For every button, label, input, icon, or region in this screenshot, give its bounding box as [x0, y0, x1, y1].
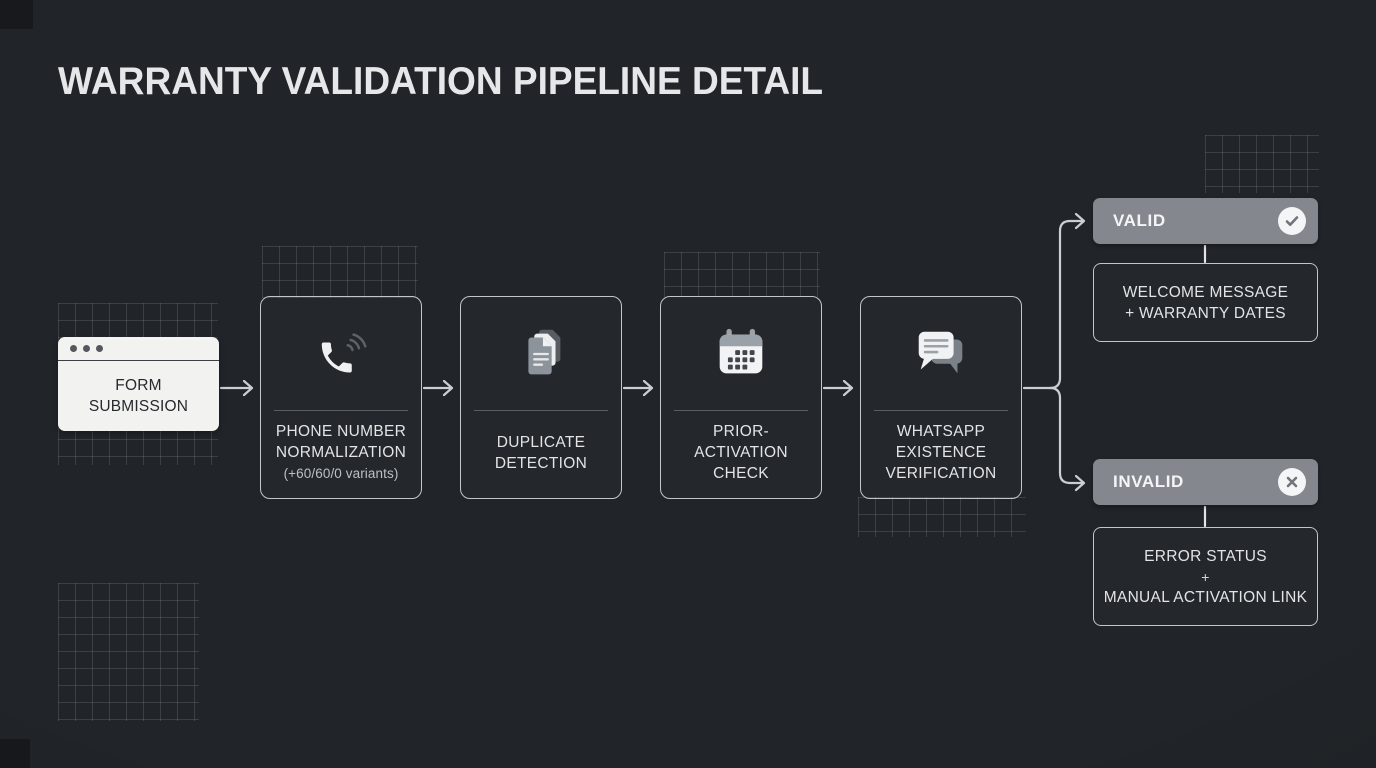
documents-icon: [461, 297, 621, 410]
result-invalid-box: ERROR STATUS + MANUAL ACTIVATION LINK: [1093, 527, 1318, 626]
form-submission-label: FORM SUBMISSION: [58, 361, 219, 431]
divider: [674, 410, 808, 411]
divider: [874, 410, 1008, 411]
grid-decoration: [58, 583, 199, 721]
result-line: MANUAL ACTIVATION LINK: [1103, 588, 1308, 606]
stage-label: PHONE NUMBER NORMALIZATION (+60/60/0 var…: [261, 411, 421, 498]
label-line: DUPLICATE: [496, 433, 586, 451]
badge-invalid: INVALID: [1093, 459, 1318, 505]
label-line: ACTIVATION: [694, 444, 788, 461]
badge-invalid-label: INVALID: [1113, 472, 1184, 491]
label-line: PRIOR-: [712, 423, 770, 440]
result-line: +: [1201, 568, 1210, 585]
phone-icon: [261, 297, 421, 410]
window-dots-icon: [58, 337, 219, 361]
calendar-icon: [661, 297, 821, 410]
stage-label: PRIOR- ACTIVATION CHECK: [661, 411, 821, 498]
badge-valid: VALID: [1093, 198, 1318, 244]
grid-decoration: [262, 246, 418, 298]
result-line: ERROR STATUS: [1144, 547, 1267, 565]
label-line: CHECK: [713, 465, 769, 482]
label-line: DETECTION: [494, 454, 588, 472]
result-valid-box: WELCOME MESSAGE + WARRANTY DATES: [1093, 263, 1318, 342]
result-line: WELCOME MESSAGE: [1122, 283, 1289, 301]
stage-label: WHATSAPP EXISTENCE VERIFICATION: [861, 411, 1021, 498]
label-line: WHATSAPP: [896, 423, 986, 440]
chat-bubbles-icon: [861, 297, 1021, 410]
badge-valid-label: VALID: [1113, 211, 1166, 230]
label-line: EXISTENCE: [895, 444, 987, 461]
label-subline: (+60/60/0 variants): [283, 466, 399, 481]
stage-label: DUPLICATE DETECTION: [461, 411, 621, 498]
window-dot-icon: [96, 345, 103, 352]
label-line: SUBMISSION: [88, 398, 189, 415]
node-phone-number-normalization: PHONE NUMBER NORMALIZATION (+60/60/0 var…: [260, 296, 422, 499]
window-dot-icon: [83, 345, 90, 352]
page-title: WARRANTY VALIDATION PIPELINE DETAIL: [58, 60, 824, 103]
grid-decoration: [1205, 135, 1319, 193]
divider: [274, 410, 408, 411]
label-line: FORM: [115, 377, 162, 394]
node-prior-activation-check: PRIOR- ACTIVATION CHECK: [660, 296, 822, 499]
node-duplicate-detection: DUPLICATE DETECTION: [460, 296, 622, 499]
label-line: NORMALIZATION: [275, 444, 407, 461]
label-line: VERIFICATION: [885, 465, 997, 482]
check-icon: [1278, 207, 1306, 235]
grid-decoration: [664, 252, 820, 297]
label-line: PHONE NUMBER: [275, 423, 407, 440]
window-dot-icon: [70, 345, 77, 352]
corner-accent-bottom-left: [0, 739, 30, 768]
node-form-submission: FORM SUBMISSION: [58, 337, 219, 431]
result-line: + WARRANTY DATES: [1125, 304, 1286, 322]
node-whatsapp-existence-verification: WHATSAPP EXISTENCE VERIFICATION: [860, 296, 1022, 499]
x-icon: [1278, 468, 1306, 496]
divider: [474, 410, 608, 411]
corner-accent-top-left: [0, 0, 33, 29]
grid-decoration: [858, 497, 1026, 537]
